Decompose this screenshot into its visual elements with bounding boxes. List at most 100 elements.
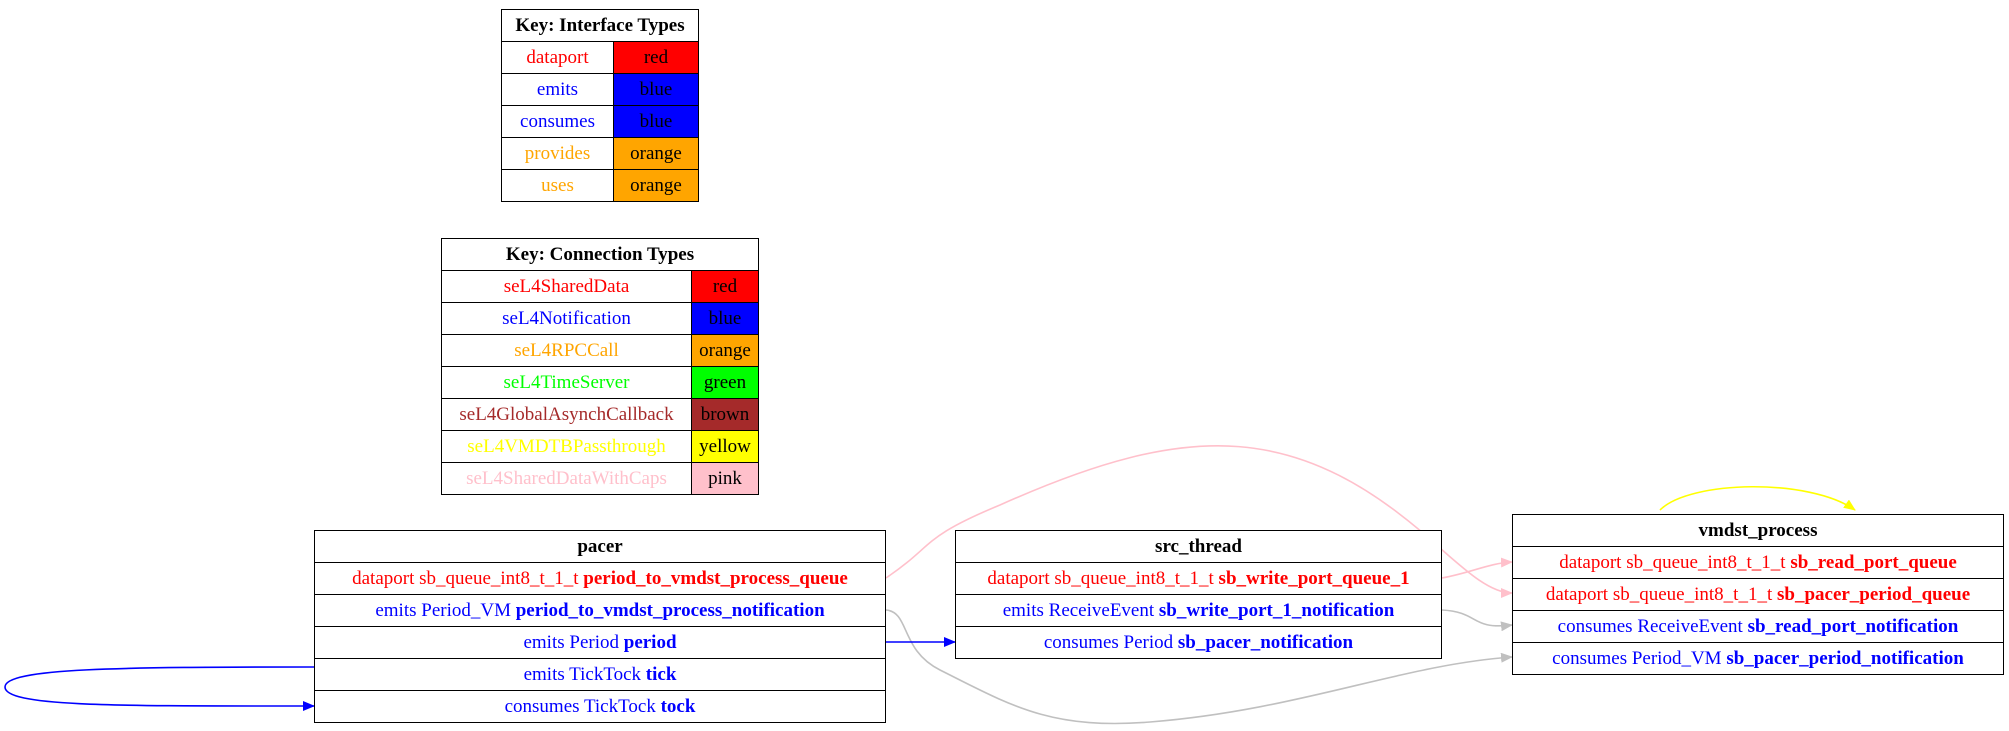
port-name: period bbox=[623, 631, 677, 653]
port-type: TickTock bbox=[583, 695, 656, 717]
key-color-swatch: blue bbox=[613, 105, 699, 138]
edge-src-notification-to-vmdst-read-notification bbox=[1441, 609, 1513, 632]
port-row: consumes Period sb_pacer_notification bbox=[955, 626, 1442, 659]
key-color-swatch: orange bbox=[613, 169, 699, 202]
edge-pacer-queue-to-vmdst-period-queue bbox=[885, 445, 1513, 598]
key-interface-title: Key: Interface Types bbox=[501, 9, 699, 42]
port-row: emits Period_VM period_to_vmdst_process_… bbox=[314, 594, 886, 627]
port-kind: consumes bbox=[504, 695, 580, 717]
key-color-swatch: blue bbox=[613, 73, 699, 106]
port-row: consumes TickTock tock bbox=[314, 690, 886, 723]
key-row: provides orange bbox=[501, 137, 699, 170]
port-type: Period bbox=[1123, 631, 1174, 653]
port-name: tock bbox=[660, 695, 696, 717]
port-kind: consumes bbox=[1552, 647, 1628, 669]
port-type: Period_VM bbox=[421, 599, 511, 621]
node-vmdst-process: vmdst_process dataport sb_queue_int8_t_1… bbox=[1512, 514, 2004, 675]
key-row: seL4VMDTBPassthrough yellow bbox=[441, 430, 759, 463]
port-type: ReceiveEvent bbox=[1048, 599, 1155, 621]
key-connection-title: Key: Connection Types bbox=[441, 238, 759, 271]
port-kind: emits bbox=[523, 663, 565, 685]
port-row: dataport sb_queue_int8_t_1_t sb_pacer_pe… bbox=[1512, 578, 2004, 611]
port-kind: consumes bbox=[1043, 631, 1119, 653]
port-row: consumes Period_VM sb_pacer_period_notif… bbox=[1512, 642, 2004, 675]
port-kind: consumes bbox=[1557, 615, 1633, 637]
port-row: dataport sb_queue_int8_t_1_t period_to_v… bbox=[314, 562, 886, 595]
port-type: Period_VM bbox=[1631, 647, 1722, 669]
port-name: sb_pacer_period_queue bbox=[1776, 583, 1971, 605]
port-kind: dataport bbox=[987, 567, 1050, 589]
port-name: sb_pacer_period_notification bbox=[1726, 647, 1964, 669]
edge-pacer-notification-to-vmdst-period-notification bbox=[885, 609, 1513, 725]
edge-src-queue-to-vmdst-read-queue bbox=[1441, 557, 1513, 579]
key-row: emits blue bbox=[501, 73, 699, 106]
node-title: vmdst_process bbox=[1512, 514, 2004, 547]
port-row: emits TickTock tick bbox=[314, 658, 886, 691]
port-type: sb_queue_int8_t_1_t bbox=[1612, 583, 1773, 605]
node-title: src_thread bbox=[955, 530, 1442, 563]
key-color-swatch: pink bbox=[691, 462, 759, 495]
key-color-swatch: blue bbox=[691, 302, 759, 335]
port-row: dataport sb_queue_int8_t_1_t sb_read_por… bbox=[1512, 546, 2004, 579]
key-row: dataport red bbox=[501, 41, 699, 74]
port-type: sb_queue_int8_t_1_t bbox=[1626, 551, 1786, 573]
node-title: pacer bbox=[314, 530, 886, 563]
key-type-label: seL4RPCCall bbox=[441, 334, 692, 367]
key-row: seL4SharedDataWithCaps pink bbox=[441, 462, 759, 495]
port-kind: dataport bbox=[1559, 551, 1622, 573]
port-row: emits Period period bbox=[314, 626, 886, 659]
port-type: Period bbox=[569, 631, 619, 653]
key-type-label: seL4Notification bbox=[441, 302, 692, 335]
key-row: seL4RPCCall orange bbox=[441, 334, 759, 367]
node-pacer: pacer dataport sb_queue_int8_t_1_t perio… bbox=[314, 530, 886, 723]
key-interface-types: Key: Interface Types dataport red emits … bbox=[501, 9, 699, 202]
port-name: period_to_vmdst_process_queue bbox=[583, 567, 848, 589]
key-type-label: seL4TimeServer bbox=[441, 366, 692, 399]
port-row: emits ReceiveEvent sb_write_port_1_notif… bbox=[955, 594, 1442, 627]
key-color-swatch: red bbox=[691, 270, 759, 303]
key-row: seL4GlobalAsynchCallback brown bbox=[441, 398, 759, 431]
port-name: sb_read_port_notification bbox=[1747, 615, 1959, 637]
key-type-label: dataport bbox=[501, 41, 614, 74]
key-type-label: seL4SharedData bbox=[441, 270, 692, 303]
port-kind: emits bbox=[523, 631, 565, 653]
port-name: sb_read_port_queue bbox=[1790, 551, 1957, 573]
port-type: sb_queue_int8_t_1_t bbox=[1054, 567, 1214, 589]
port-name: tick bbox=[645, 663, 677, 685]
port-type: sb_queue_int8_t_1_t bbox=[419, 567, 579, 589]
key-color-swatch: orange bbox=[691, 334, 759, 367]
port-name: sb_pacer_notification bbox=[1177, 631, 1354, 653]
key-type-label: consumes bbox=[501, 105, 614, 138]
key-row: seL4SharedData red bbox=[441, 270, 759, 303]
key-color-swatch: orange bbox=[613, 137, 699, 170]
port-kind: emits bbox=[1002, 599, 1044, 621]
key-type-label: seL4GlobalAsynchCallback bbox=[441, 398, 692, 431]
key-row: seL4TimeServer green bbox=[441, 366, 759, 399]
port-kind: dataport bbox=[1545, 583, 1609, 605]
key-type-label: seL4VMDTBPassthrough bbox=[441, 430, 692, 463]
port-type: ReceiveEvent bbox=[1637, 615, 1743, 637]
port-type: TickTock bbox=[569, 663, 642, 685]
key-type-label: provides bbox=[501, 137, 614, 170]
key-type-label: emits bbox=[501, 73, 614, 106]
key-row: consumes blue bbox=[501, 105, 699, 138]
node-src-thread: src_thread dataport sb_queue_int8_t_1_t … bbox=[955, 530, 1442, 659]
key-color-swatch: green bbox=[691, 366, 759, 399]
port-name: sb_write_port_queue_1 bbox=[1218, 567, 1410, 589]
key-color-swatch: yellow bbox=[691, 430, 759, 463]
edge-vmdst-self-passthrough bbox=[1659, 486, 1856, 511]
port-row: dataport sb_queue_int8_t_1_t sb_write_po… bbox=[955, 562, 1442, 595]
port-name: sb_write_port_1_notification bbox=[1158, 599, 1395, 621]
key-type-label: uses bbox=[501, 169, 614, 202]
port-row: consumes ReceiveEvent sb_read_port_notif… bbox=[1512, 610, 2004, 643]
key-row: seL4Notification blue bbox=[441, 302, 759, 335]
key-row: uses orange bbox=[501, 169, 699, 202]
key-color-swatch: red bbox=[613, 41, 699, 74]
port-kind: dataport bbox=[352, 567, 415, 589]
port-kind: emits bbox=[375, 599, 417, 621]
key-color-swatch: brown bbox=[691, 398, 759, 431]
edge-pacer-tick-to-tock bbox=[4, 666, 315, 712]
key-connection-types: Key: Connection Types seL4SharedData red… bbox=[441, 238, 759, 495]
port-name: period_to_vmdst_process_notification bbox=[515, 599, 825, 621]
